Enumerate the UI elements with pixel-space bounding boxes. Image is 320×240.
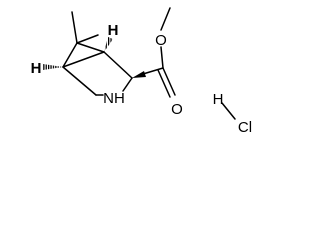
bond-h-cl xyxy=(221,102,236,120)
bond-carbonyl-o-double-a xyxy=(162,67,176,96)
wedge-bond-c2-carbonyl xyxy=(132,71,146,78)
bond-methyl-b xyxy=(76,34,99,44)
bond-cp-c6-c5 xyxy=(62,42,78,68)
bond-o-methyl xyxy=(160,7,171,31)
bond-c5-c4 xyxy=(62,66,97,96)
bond-carbonyl-o-double-b xyxy=(157,69,171,98)
chemical-structure: O O NH H H H Cl xyxy=(31,7,252,136)
bond-cp-c5-c1 xyxy=(62,51,105,68)
hash-bond-c5-h xyxy=(43,64,63,70)
bond-n-c2 xyxy=(122,77,133,92)
atom-label-ester-oxygen: O xyxy=(155,32,167,49)
atom-label-ring-nitrogen: NH xyxy=(103,90,125,107)
bond-carbonyl-o-ester xyxy=(160,46,164,69)
bond-c1-c2 xyxy=(103,51,133,79)
atom-label-stereo-h-left: H xyxy=(31,60,42,77)
salt-label-hydrogen: H xyxy=(213,91,224,108)
bond-methyl-a xyxy=(71,11,78,44)
bond-cp-c6-c1 xyxy=(76,42,105,53)
atom-label-stereo-h-top: H xyxy=(108,22,119,39)
hash-bond-c1-h xyxy=(104,37,113,52)
salt-label-chlorine: Cl xyxy=(238,119,252,136)
bond-c2-carbonyl xyxy=(142,67,164,75)
atom-label-carbonyl-oxygen: O xyxy=(171,101,183,118)
